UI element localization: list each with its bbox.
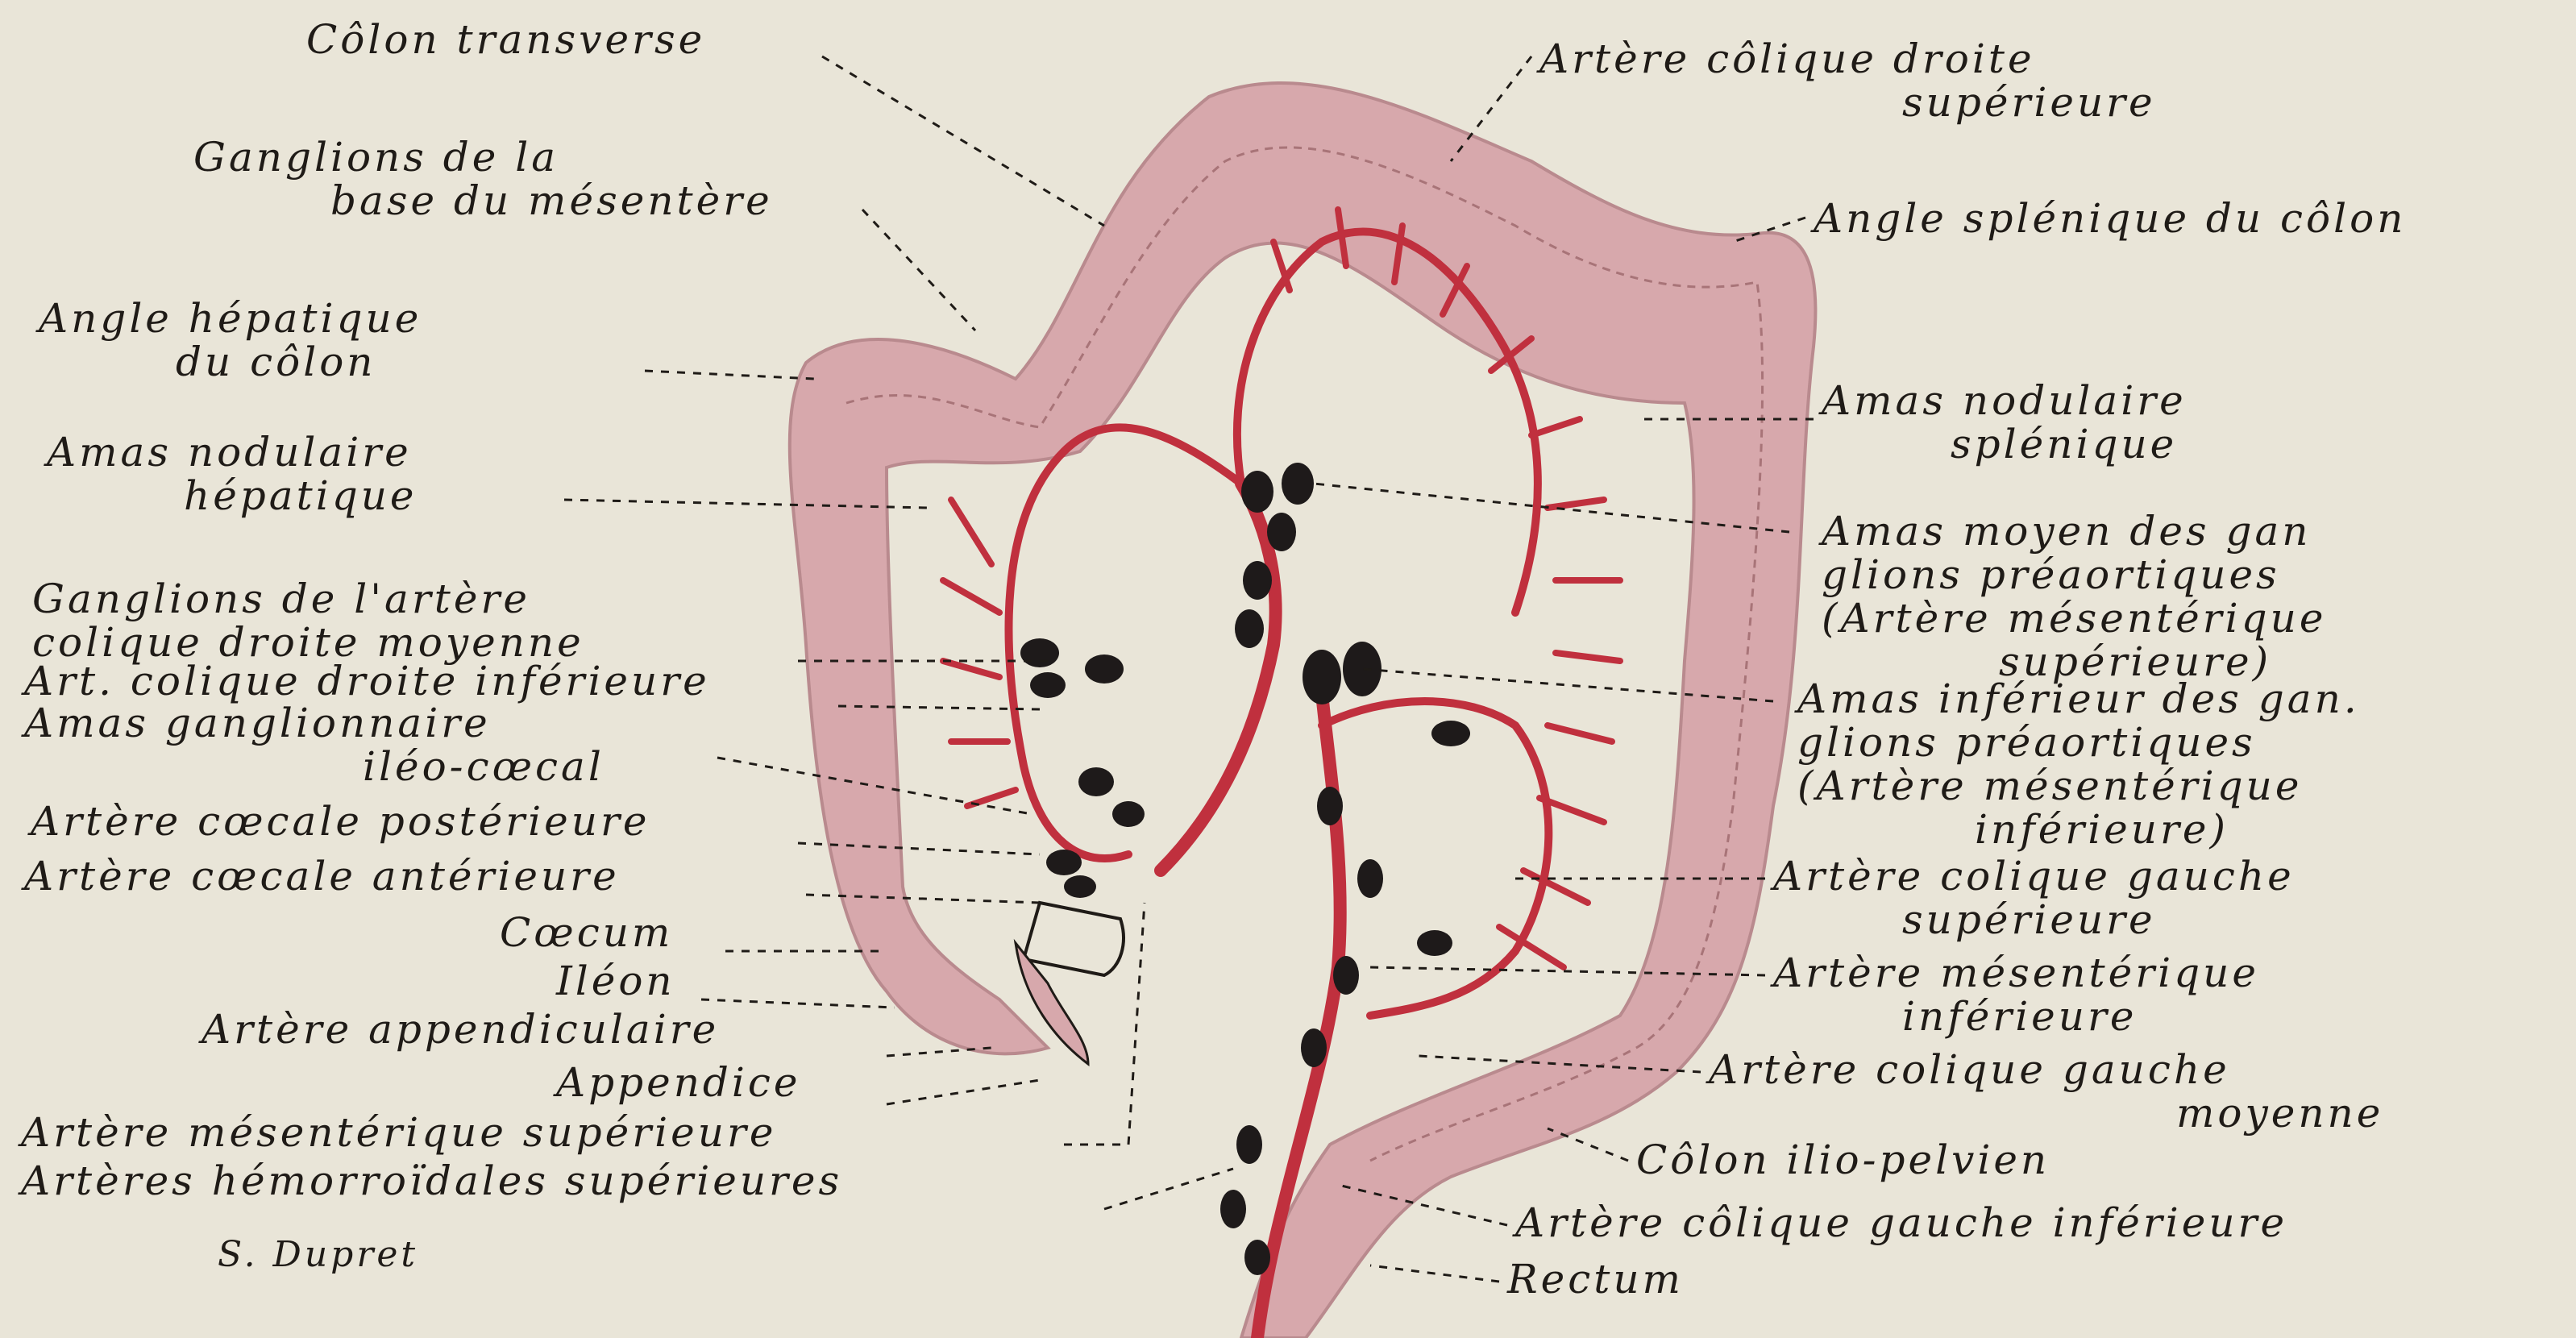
label-ileon: Iléon <box>556 959 675 1003</box>
label-appendice: Appendice <box>556 1061 801 1104</box>
leader-line <box>1370 1265 1499 1282</box>
lymph-node <box>1241 471 1273 513</box>
lymph-node <box>1343 642 1381 696</box>
lymph-node <box>1267 513 1296 551</box>
lymph-node <box>1301 1028 1327 1067</box>
lymph-node <box>1078 767 1114 796</box>
label-artere-caecale-ant: Artère cœcale antérieure <box>24 854 620 898</box>
lymph-node <box>1085 654 1124 684</box>
label-angle-splenique: Angle splénique du côlon <box>1814 197 2406 240</box>
lymph-node <box>1357 859 1383 898</box>
label-colon-ilio-pelvien: Côlon ilio-pelvien <box>1636 1138 2050 1182</box>
lymph-node <box>1333 956 1359 995</box>
label-artere-mesenterique-sup: Artère mésentérique supérieure <box>21 1111 776 1154</box>
lymph-node <box>1220 1190 1246 1228</box>
lymph-node <box>1235 609 1264 648</box>
lymph-node <box>1064 875 1096 898</box>
label-colon-transverse: Côlon transverse <box>306 18 705 61</box>
lymph-node <box>1244 1240 1270 1275</box>
leader-line <box>645 371 814 379</box>
lymph-node <box>1030 672 1066 698</box>
leader-line <box>701 999 895 1008</box>
caecum-shape <box>1024 903 1124 975</box>
leader-line <box>862 210 975 330</box>
lymph-node <box>1317 787 1343 825</box>
lymph-node <box>1243 561 1272 600</box>
label-caecum: Cœcum <box>500 911 673 954</box>
lymph-node <box>1417 930 1452 956</box>
lymph-node <box>1020 638 1059 667</box>
lymph-node <box>1112 801 1145 827</box>
label-art-colique-inf: Art. colique droite inférieure <box>24 659 710 703</box>
lymph-node <box>1236 1125 1262 1164</box>
leader-line <box>822 56 1104 226</box>
lymph-node <box>1282 463 1314 505</box>
lymph-node <box>1046 850 1082 875</box>
lymph-node <box>1303 650 1341 704</box>
label-artere-colique-gauche-inf: Artère côlique gauche inférieure <box>1515 1201 2287 1245</box>
label-artere-appendiculaire: Artère appendiculaire <box>202 1008 719 1051</box>
leader-line <box>887 1080 1040 1104</box>
leader-line <box>1104 1169 1233 1209</box>
label-artere-caecale-post: Artère cœcale postérieure <box>31 800 650 843</box>
superior-mesenteric-artery <box>1161 484 1276 871</box>
lymph-node <box>1431 721 1470 746</box>
label-amas-inferieur: Amas inférieur des gan.glions préaortiqu… <box>1797 677 2360 851</box>
label-rectum: Rectum <box>1507 1257 1684 1301</box>
signature: S. Dupret <box>218 1233 418 1277</box>
label-arteres-hemorroidales: Artères hémorroïdales supérieures <box>21 1159 842 1203</box>
